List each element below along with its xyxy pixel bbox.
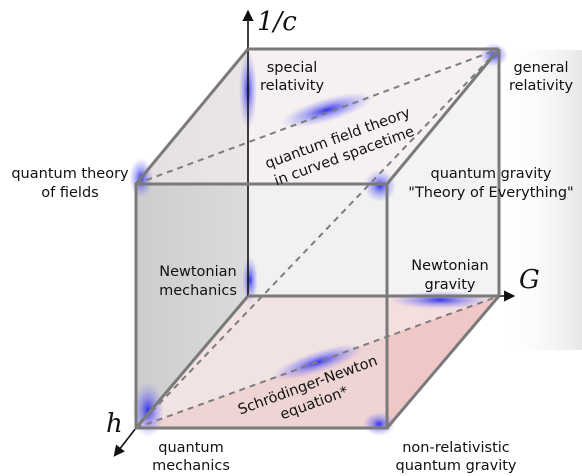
label-line: general — [513, 60, 568, 76]
glow-qft-curved — [280, 92, 374, 128]
label-line: gravity — [425, 277, 476, 293]
label-line: quantum — [158, 440, 223, 456]
label-line: mechanics — [159, 283, 237, 299]
front-face — [136, 184, 387, 428]
label-line: quantum gravity — [430, 166, 551, 182]
label-line: relativity — [509, 78, 573, 94]
axis-h — [113, 427, 137, 457]
label-quantum-gravity: quantum gravity "Theory of Everything" — [408, 166, 573, 201]
label-line: of fields — [41, 185, 98, 201]
label-newtonian-gravity: Newtonian gravity — [411, 258, 488, 293]
label-nonrel-qg: non-relativistic quantum gravity — [395, 440, 516, 474]
label-line: special — [267, 60, 318, 76]
label-general-relativity: general relativity — [509, 60, 573, 94]
axis-label-G: G — [519, 265, 540, 295]
label-newtonian-mechanics: Newtonian mechanics — [159, 264, 237, 299]
label-line: relativity — [260, 78, 324, 94]
label-line: mechanics — [152, 458, 230, 474]
label-line: Newtonian — [159, 264, 236, 280]
label-line: "Theory of Everything" — [408, 185, 573, 201]
label-quantum-mechanics: quantum mechanics — [152, 440, 230, 474]
label-line: Newtonian — [411, 258, 488, 274]
label-qft: quantum theory of fields — [11, 166, 129, 201]
glow-newtonian-mechanics — [242, 256, 258, 304]
label-line: quantum gravity — [395, 458, 516, 474]
label-line: non-relativistic — [402, 440, 510, 456]
axis-label-h: h — [106, 409, 123, 439]
glow-newtonian-gravity — [390, 291, 490, 309]
cube-edges — [134, 47, 501, 430]
dashed-diagonals — [135, 48, 500, 429]
label-special-relativity: special relativity — [260, 60, 324, 94]
axis-label-1-over-c: 1/c — [257, 7, 297, 37]
label-line: quantum theory — [11, 166, 129, 182]
